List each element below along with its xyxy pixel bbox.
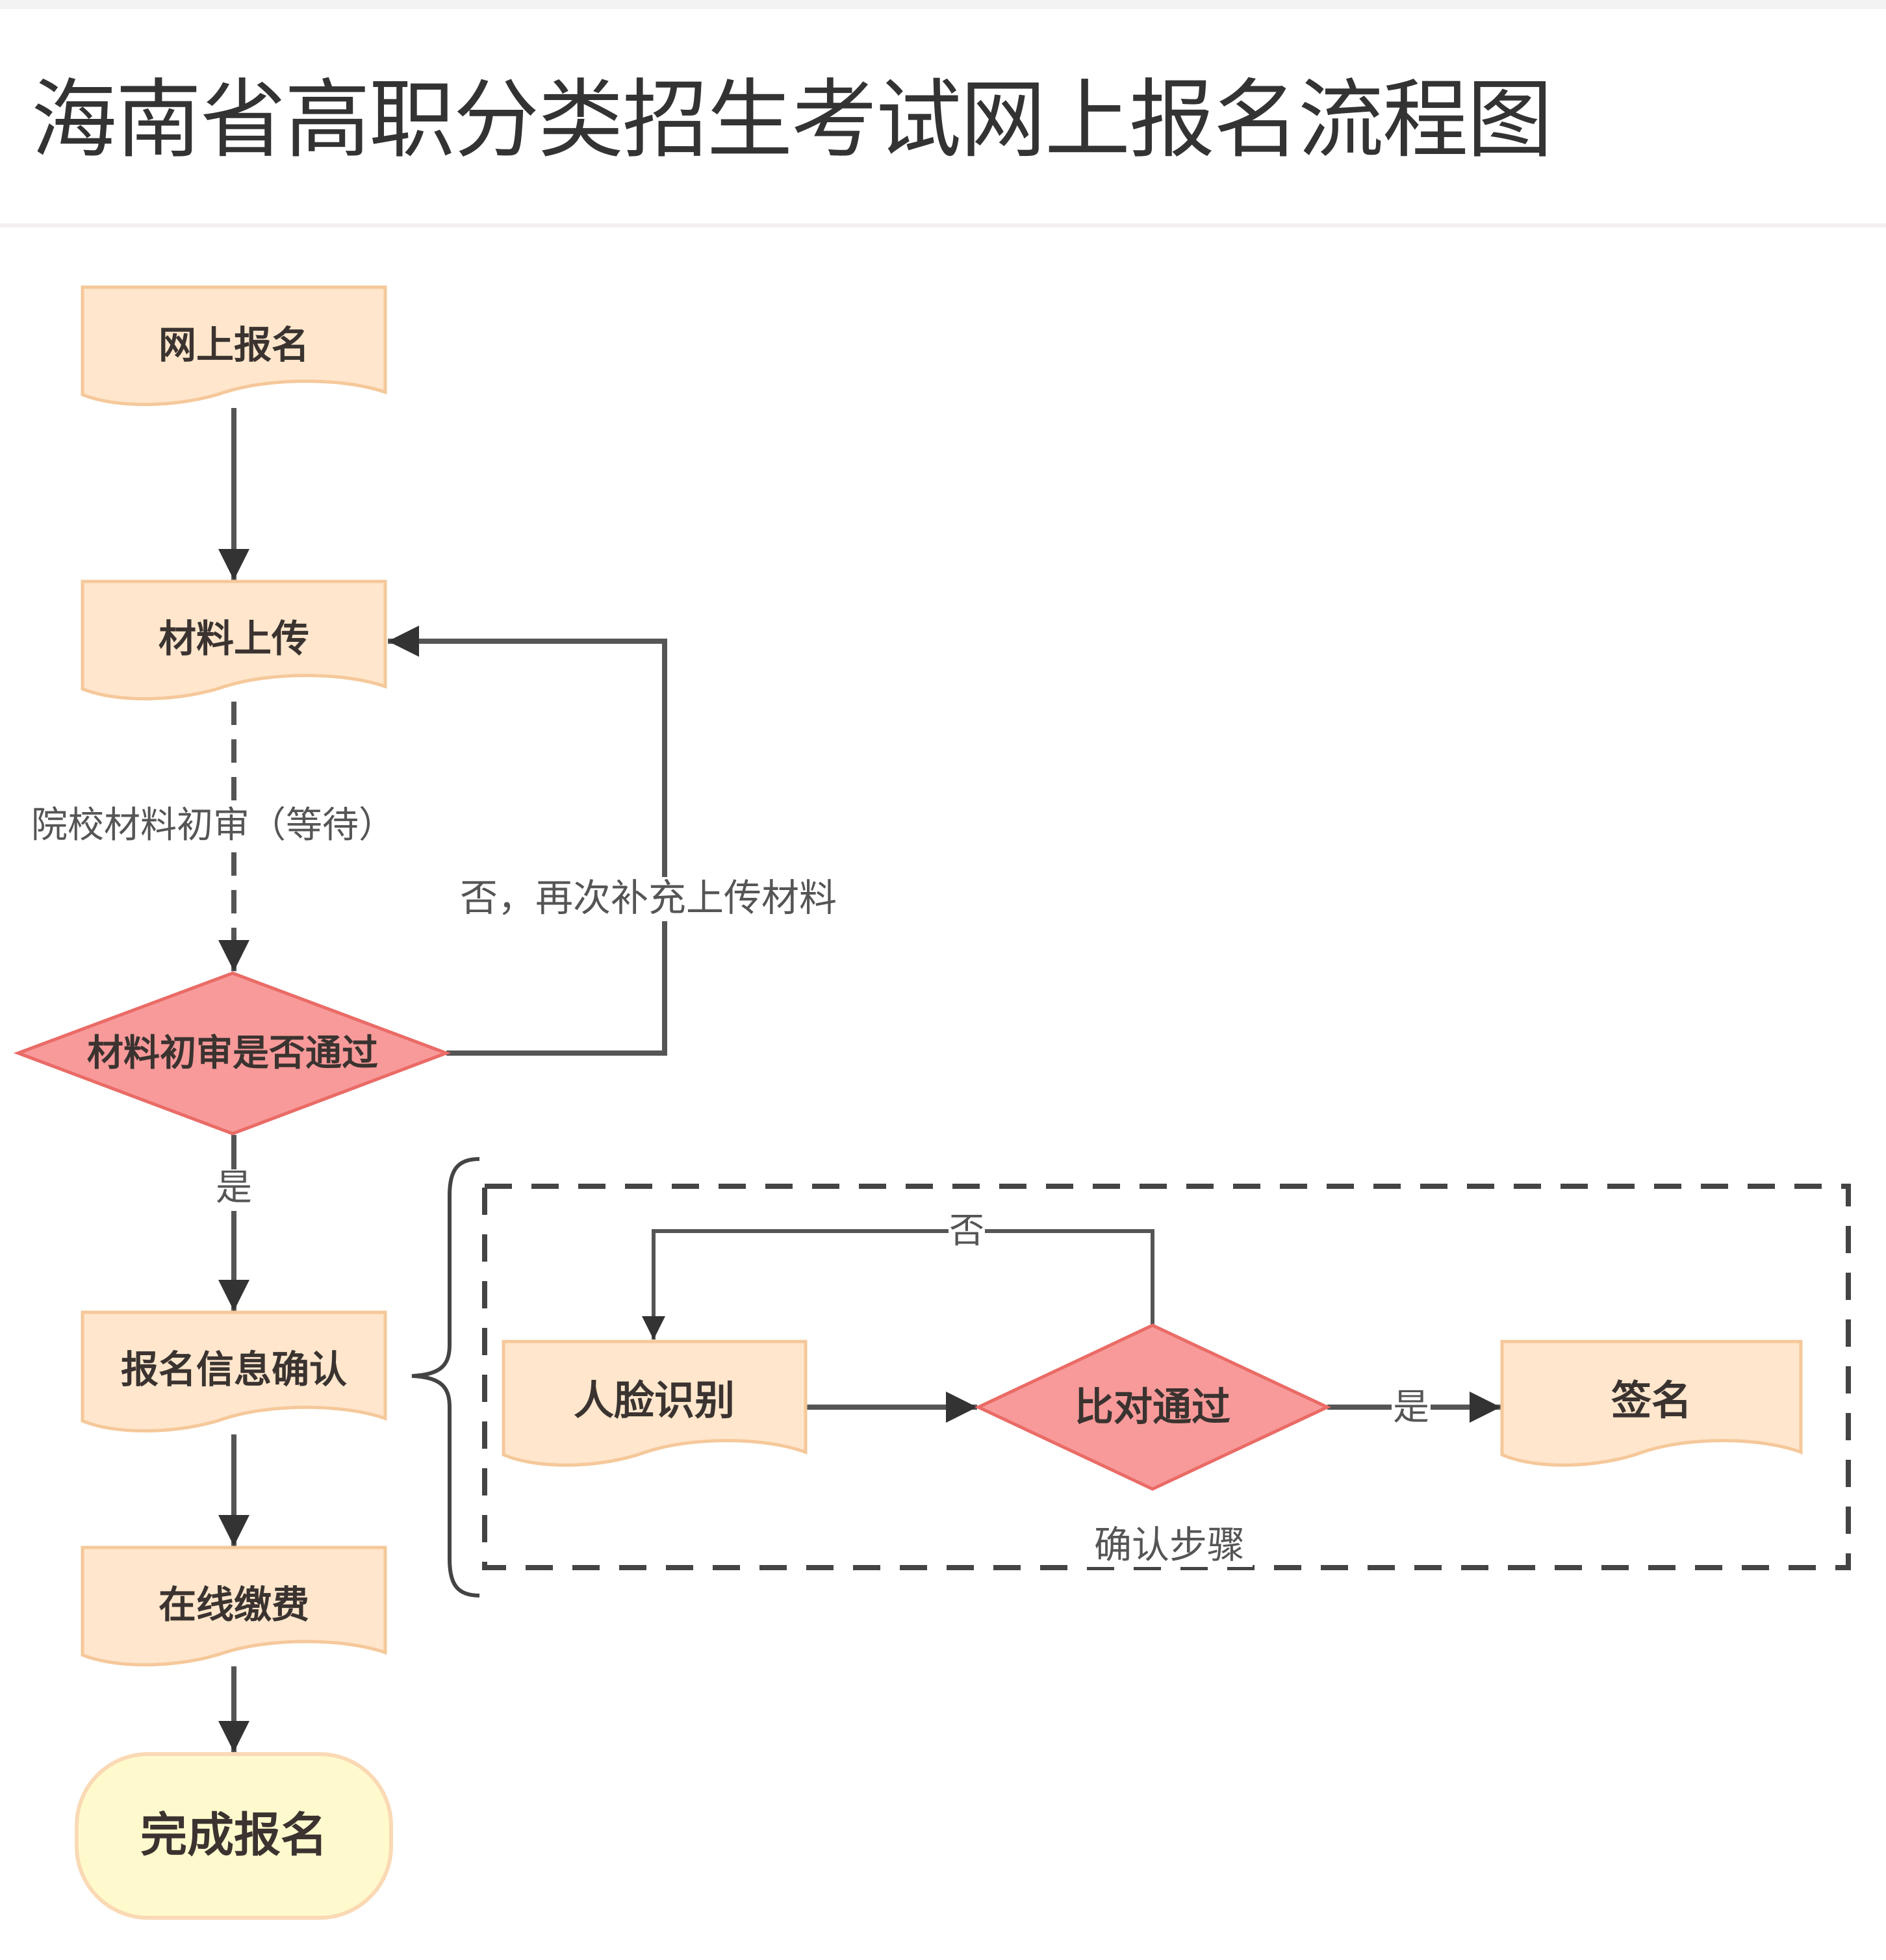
node-label: 报名信息确认 (121, 1347, 347, 1392)
node-signature[interactable]: 签名 (1500, 1340, 1803, 1467)
edge-label-match-no: 否 (949, 1210, 985, 1251)
node-label: 比对通过 (1075, 1385, 1230, 1431)
group-label: 确认步骤 (1086, 1523, 1253, 1567)
node-info-confirmation[interactable]: 报名信息确认 (81, 1310, 387, 1432)
document-shape (1500, 1340, 1803, 1467)
node-label: 在线缴费 (159, 1583, 309, 1627)
node-complete-registration[interactable]: 完成报名 (75, 1752, 393, 1920)
node-review-decision[interactable]: 材料初审是否通过 (13, 971, 452, 1136)
confirmation-steps-group (482, 1184, 1851, 1570)
document-shape (81, 1310, 387, 1432)
node-online-registration[interactable]: 网上报名 (81, 285, 387, 407)
page-title: 海南省高职分类招生考试网上报名流程图 (31, 70, 1553, 170)
node-upload-materials[interactable]: 材料上传 (81, 579, 387, 701)
edge-label-text: 否，再次补充上传材料 (460, 876, 837, 920)
node-label: 签名 (1611, 1377, 1692, 1424)
node-match-decision[interactable]: 比对通过 (975, 1323, 1331, 1491)
group-label-text: 确认步骤 (1094, 1523, 1245, 1567)
node-label: 材料上传 (159, 617, 309, 661)
edge-label-match-yes: 是 (1392, 1386, 1431, 1429)
top-strip (0, 0, 1886, 9)
edge-label-review-yes: 是 (214, 1167, 253, 1211)
header (0, 9, 1886, 225)
brace-icon (411, 1157, 480, 1597)
edge-review-reject-loop (388, 626, 667, 1056)
terminal-shape (75, 1752, 393, 1920)
edge-label-text: 是 (216, 1167, 252, 1209)
node-online-payment[interactable]: 在线缴费 (81, 1546, 387, 1667)
document-shape (81, 285, 387, 407)
node-label: 人脸识别 (574, 1377, 735, 1424)
document-shape (81, 1546, 387, 1667)
node-label: 完成报名 (140, 1808, 327, 1863)
document-shape (81, 579, 387, 701)
node-face-recognition[interactable]: 人脸识别 (502, 1340, 808, 1467)
node-label: 材料初审是否通过 (87, 1032, 378, 1075)
edge-match-no-loop (642, 1229, 1154, 1340)
edge-label-text: 否 (949, 1210, 984, 1251)
decision-shape (975, 1323, 1331, 1491)
header-separator (0, 223, 1886, 227)
edge-label-text: 院校材料初审（等待） (31, 804, 395, 846)
edge-label-school-review-wait: 院校材料初审（等待） (26, 804, 416, 847)
edge-label-text: 是 (1393, 1386, 1429, 1429)
edge-label-reject-reupload: 否，再次补充上传材料 (458, 876, 874, 921)
decision-shape (13, 971, 452, 1136)
node-label: 网上报名 (159, 323, 309, 367)
document-shape (502, 1340, 808, 1467)
